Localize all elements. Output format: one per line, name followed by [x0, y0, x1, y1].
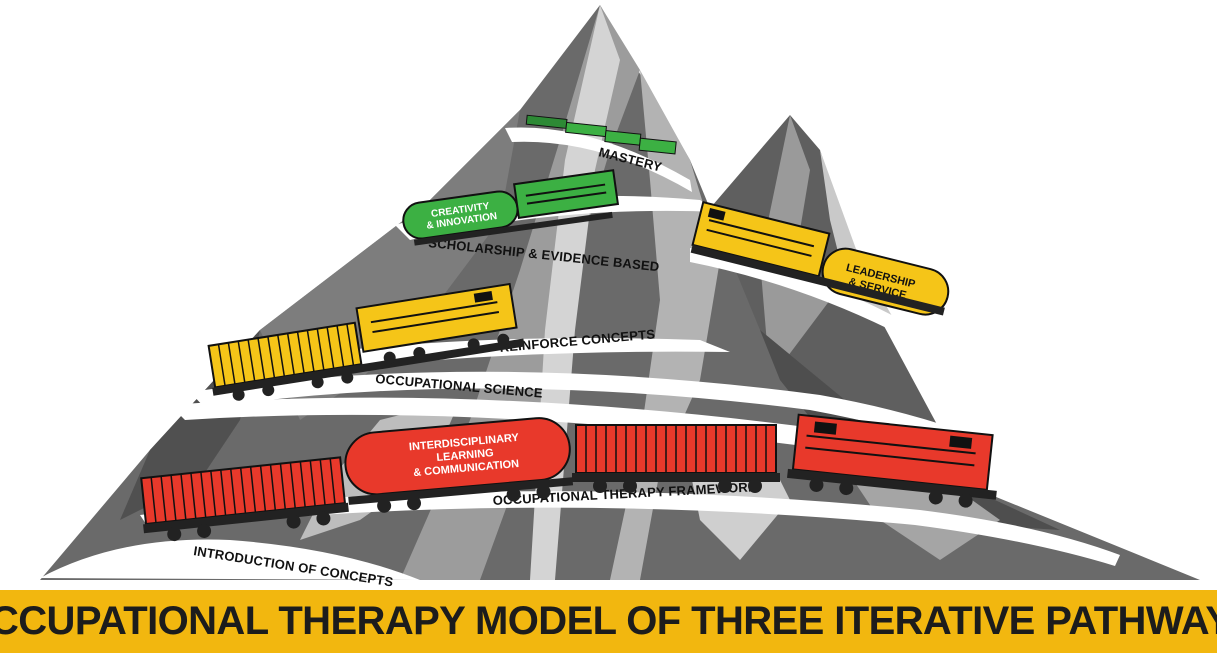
road-science: [190, 371, 1050, 482]
road-reinforce: [210, 338, 730, 385]
red-train: INTERDISCIPLINARY LEARNING & COMMUNICATI…: [140, 413, 997, 542]
green-train-creativity: CREATIVITY & INNOVATION: [402, 169, 620, 246]
red-tank-label-line2: LEARNING: [436, 447, 494, 464]
road-intro: [40, 539, 420, 580]
road-right-upper: [690, 248, 960, 365]
road-mastery: [505, 127, 692, 192]
yellow-locomotive-right: [691, 200, 831, 278]
yellow-train-left: [207, 282, 525, 401]
yellow-train-right: LEADERSHIP & SERVICE: [690, 200, 950, 316]
model-title: OCCUPATIONAL THERAPY MODEL OF THREE ITER…: [0, 599, 1217, 643]
mountain-illustration: MASTERY SCHOLARSHIP & EVIDENCE BASED REI…: [40, 5, 1200, 590]
green-locomotive: [513, 169, 620, 220]
title-banner: OCCUPATIONAL THERAPY MODEL OF THREE ITER…: [0, 590, 1217, 653]
green-train-mastery: [525, 114, 677, 155]
yellow-tank-car: [821, 247, 950, 316]
